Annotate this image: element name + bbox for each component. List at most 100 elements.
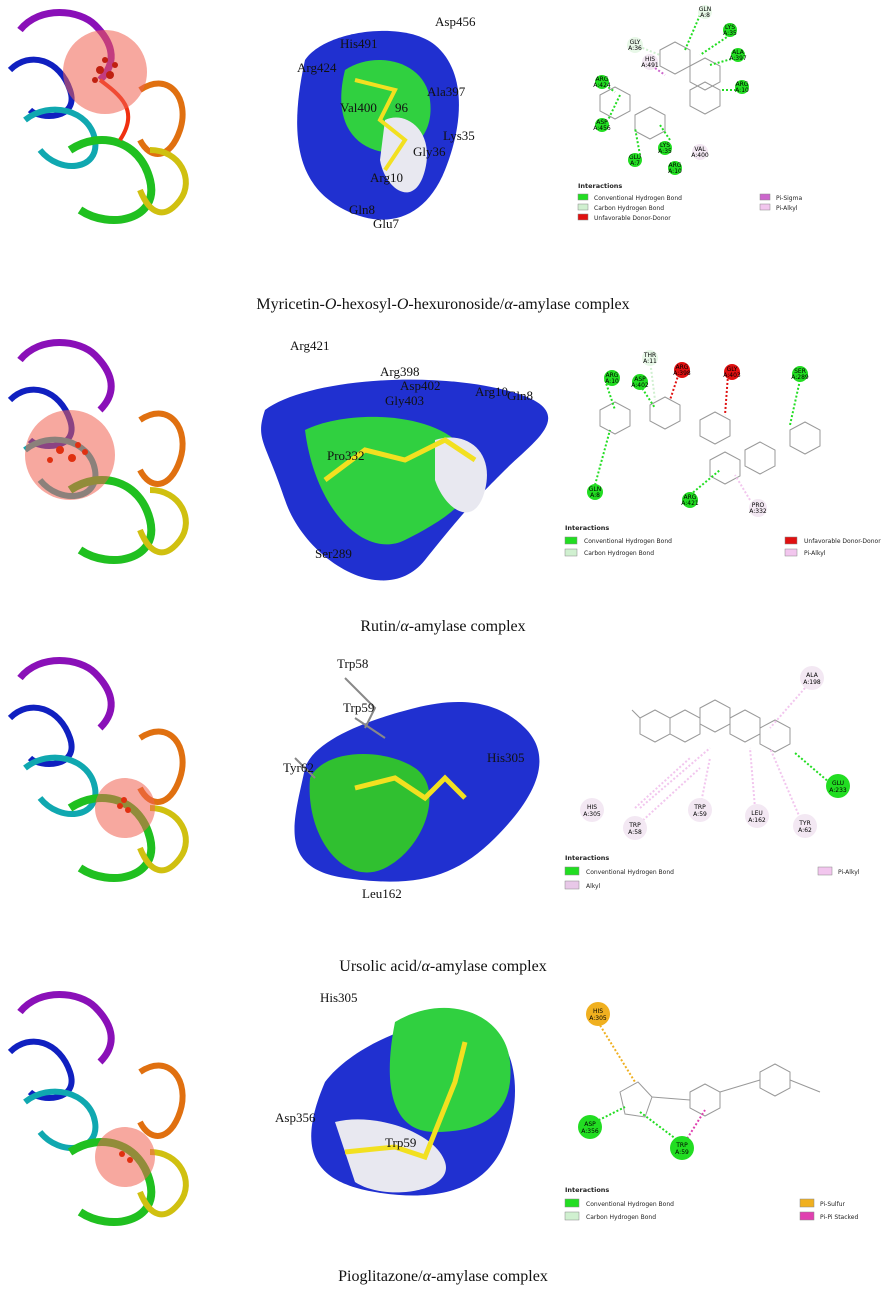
binding-surface-view: Asp456 His491 Arg424 Val400 Ala397 Lys35… bbox=[265, 0, 550, 260]
residue-label: Tyr62 bbox=[283, 760, 314, 775]
svg-text:A:62: A:62 bbox=[798, 827, 812, 834]
svg-text:A:421: A:421 bbox=[681, 500, 699, 507]
svg-text:A:233: A:233 bbox=[829, 787, 847, 794]
residue-label: Arg424 bbox=[297, 60, 337, 75]
residue-label: Asp402 bbox=[400, 378, 440, 393]
svg-text:HIS: HIS bbox=[645, 56, 655, 63]
svg-text:A:59: A:59 bbox=[675, 1149, 689, 1156]
svg-text:A:10: A:10 bbox=[668, 168, 682, 175]
residue-label: Arg10 bbox=[370, 170, 403, 185]
residue-label: His305 bbox=[487, 750, 525, 765]
svg-text:A:198: A:198 bbox=[803, 679, 821, 686]
svg-text:TRP: TRP bbox=[628, 822, 641, 829]
residue-label: Trp58 bbox=[337, 656, 368, 671]
svg-text:GLY: GLY bbox=[630, 39, 641, 46]
svg-text:Unfavorable Donor-Donor: Unfavorable Donor-Donor bbox=[804, 538, 881, 545]
svg-text:ARG: ARG bbox=[669, 162, 682, 169]
svg-text:ALA: ALA bbox=[806, 672, 819, 679]
svg-text:VAL: VAL bbox=[694, 146, 706, 153]
svg-text:ASP: ASP bbox=[584, 1121, 596, 1128]
svg-text:ARG: ARG bbox=[736, 81, 749, 88]
svg-text:A:402: A:402 bbox=[631, 382, 649, 389]
svg-text:A:305: A:305 bbox=[589, 1015, 607, 1022]
svg-text:Interactions: Interactions bbox=[578, 182, 622, 190]
svg-text:Interactions: Interactions bbox=[565, 854, 609, 862]
svg-text:SER: SER bbox=[794, 368, 806, 375]
residue-label: Asp456 bbox=[435, 14, 476, 29]
figure-caption: Myricetin-O-hexosyl-O-hexuronoside/α-amy… bbox=[256, 296, 630, 313]
svg-text:Unfavorable Donor-Donor: Unfavorable Donor-Donor bbox=[594, 215, 671, 222]
residue-label: His305 bbox=[320, 990, 358, 1005]
svg-text:Conventional Hydrogen Bond: Conventional Hydrogen Bond bbox=[586, 1201, 674, 1208]
panel-ursolic-acid: Trp58 Trp59 Tyr62 His305 Leu162 bbox=[0, 648, 886, 975]
svg-text:Pi-Alkyl: Pi-Alkyl bbox=[776, 205, 798, 212]
svg-text:LYS: LYS bbox=[725, 24, 735, 31]
svg-text:A:397: A:397 bbox=[729, 55, 747, 62]
residue-label: Leu162 bbox=[362, 886, 402, 901]
svg-text:Conventional Hydrogen Bond: Conventional Hydrogen Bond bbox=[584, 538, 672, 545]
svg-text:Pi-Sigma: Pi-Sigma bbox=[776, 195, 802, 202]
residue-label: Gln8 bbox=[349, 202, 375, 217]
svg-text:A:59: A:59 bbox=[693, 811, 707, 818]
svg-text:PRO: PRO bbox=[752, 502, 765, 509]
legend: Interactions Conventional Hydrogen Bond … bbox=[577, 182, 802, 222]
svg-text:Conventional Hydrogen Bond: Conventional Hydrogen Bond bbox=[594, 195, 682, 202]
svg-text:HIS: HIS bbox=[593, 1008, 603, 1015]
residue-label: Trp59 bbox=[385, 1135, 416, 1150]
figure-caption: Rutin/α-amylase complex bbox=[360, 618, 526, 635]
residue-label: Val400 bbox=[340, 100, 377, 115]
svg-text:TRP: TRP bbox=[675, 1142, 688, 1149]
svg-text:LEU: LEU bbox=[751, 810, 763, 817]
svg-text:A:10: A:10 bbox=[735, 87, 749, 94]
svg-text:TRP: TRP bbox=[693, 804, 706, 811]
binding-surface-view: Arg421 Arg398 Asp402 Gly403 Arg10 Gln8 P… bbox=[261, 330, 550, 590]
svg-text:GLN: GLN bbox=[699, 6, 711, 13]
svg-text:Pi-Pi Stacked: Pi-Pi Stacked bbox=[820, 1214, 858, 1221]
svg-text:Pi-Alkyl: Pi-Alkyl bbox=[804, 550, 826, 557]
svg-text:THR: THR bbox=[643, 352, 656, 359]
svg-text:Conventional Hydrogen Bond: Conventional Hydrogen Bond bbox=[586, 869, 674, 876]
svg-text:A:35: A:35 bbox=[723, 30, 737, 37]
residue-label: His491 bbox=[340, 36, 378, 51]
svg-text:A:7: A:7 bbox=[630, 160, 640, 167]
residue-label: Ala397 bbox=[427, 84, 466, 99]
legend: Interactions Conventional Hydrogen Bond … bbox=[564, 854, 860, 890]
svg-text:A:36: A:36 bbox=[628, 45, 642, 52]
svg-text:A:58: A:58 bbox=[628, 829, 642, 836]
legend: Interactions Conventional Hydrogen Bond … bbox=[564, 524, 881, 557]
residue-label: Lys35 bbox=[443, 128, 475, 143]
svg-text:Interactions: Interactions bbox=[565, 1186, 609, 1194]
panel-myricetin: Asp456 His491 Arg424 Val400 Ala397 Lys35… bbox=[0, 0, 886, 318]
figure-caption: Ursolic acid/α-amylase complex bbox=[339, 958, 547, 975]
svg-text:Carbon Hydrogen Bond: Carbon Hydrogen Bond bbox=[594, 205, 664, 212]
binding-surface-view: Trp58 Trp59 Tyr62 His305 Leu162 bbox=[265, 648, 550, 908]
svg-text:A:8: A:8 bbox=[700, 12, 710, 19]
svg-text:A:456: A:456 bbox=[593, 125, 611, 132]
svg-text:GLU: GLU bbox=[832, 780, 844, 787]
svg-text:ARG: ARG bbox=[606, 372, 619, 379]
binding-site-sphere bbox=[95, 1127, 155, 1187]
svg-text:A:403: A:403 bbox=[723, 372, 741, 379]
svg-text:A:289: A:289 bbox=[791, 374, 809, 381]
